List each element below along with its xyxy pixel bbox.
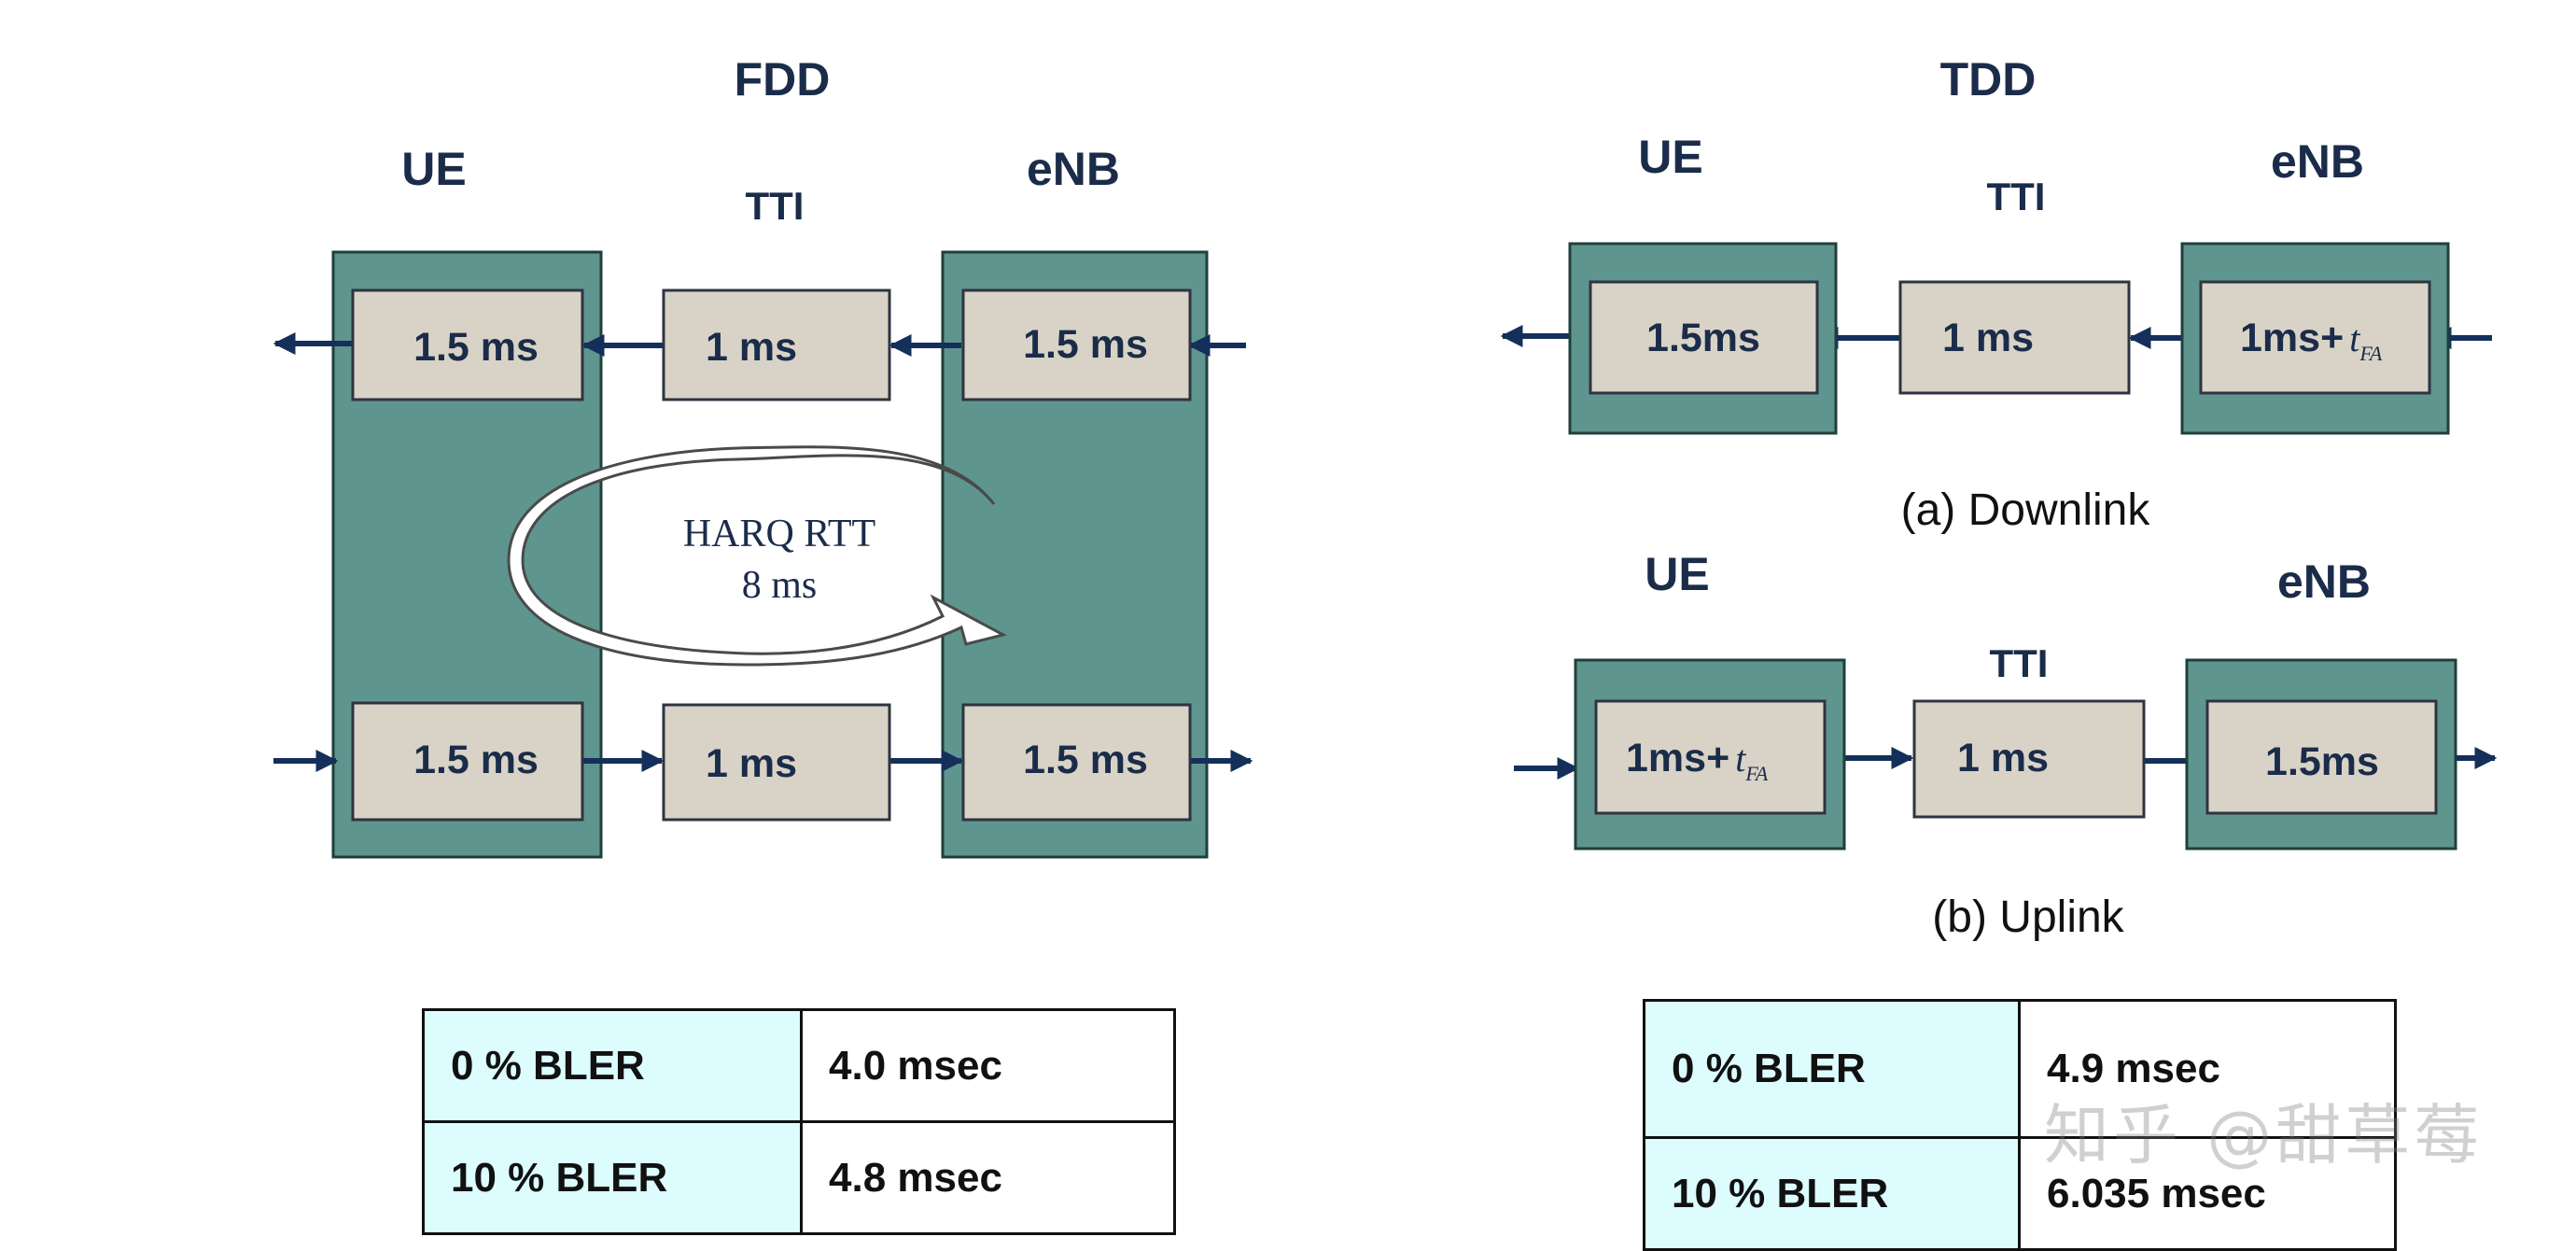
- tdd-dl-tti-value: 1 ms: [1942, 316, 2034, 360]
- tdd-ul-ue-label: UE: [1645, 548, 1709, 600]
- fdd-ue-label: UE: [401, 143, 466, 195]
- fdd-ul-tti-box: [662, 703, 891, 822]
- table-row: 10 % BLER 4.8 msec: [422, 1120, 1176, 1235]
- harq-loop-arrow: [507, 445, 1008, 667]
- tdd-bler-table: 0 % BLER 4.9 msec 10 % BLER 6.035 msec: [1643, 999, 2397, 1251]
- tdd-latency-1: 6.035 msec: [2018, 1136, 2397, 1251]
- tdd-bler-0: 0 % BLER: [1643, 999, 2021, 1139]
- fdd-dl-ue-value: 1.5 ms: [413, 325, 539, 370]
- fdd-ul-ue-value: 1.5 ms: [413, 738, 539, 782]
- tdd-ul-tti-box: [1912, 699, 2146, 819]
- fdd-title: FDD: [735, 53, 831, 105]
- table-row: 0 % BLER 4.0 msec: [422, 1008, 1176, 1123]
- tdd-ul-enb-box: [2205, 699, 2438, 815]
- fdd-latency-0: 4.0 msec: [800, 1008, 1176, 1123]
- fdd-latency-1: 4.8 msec: [800, 1120, 1176, 1235]
- fdd-ul-tti-value: 1 ms: [706, 741, 797, 786]
- tdd-dl-enb-value: 1ms+tFA: [2240, 316, 2383, 365]
- tdd-ul-ue-value: 1ms+tFA: [1626, 736, 1769, 785]
- fdd-dl-ue-box: [351, 288, 584, 401]
- tdd-dl-enb-label: eNB: [2271, 135, 2364, 188]
- fdd-enb-label: eNB: [1027, 143, 1120, 195]
- table-row: 10 % BLER 6.035 msec: [1643, 1136, 2397, 1251]
- fdd-dl-enb-box: [961, 288, 1192, 401]
- tdd-dl-tti-box: [1898, 280, 2131, 395]
- fdd-bler-table: 0 % BLER 4.0 msec 10 % BLER 4.8 msec: [422, 1008, 1176, 1235]
- fdd-bler-0: 0 % BLER: [422, 1008, 803, 1123]
- fdd-dl-tti-value: 1 ms: [706, 325, 797, 370]
- fdd-dl-tti-box: [662, 288, 891, 401]
- tdd-dl-ue-box: [1589, 280, 1819, 395]
- fdd-ul-enb-value: 1.5 ms: [1023, 738, 1148, 782]
- harq-rtt-value: 8 ms: [742, 564, 818, 607]
- tdd-latency-0: 4.9 msec: [2018, 999, 2397, 1139]
- tdd-title: TDD: [1940, 53, 2037, 105]
- tdd-dl-ue-value: 1.5ms: [1646, 316, 1760, 360]
- fdd-ul-enb-box: [961, 703, 1192, 822]
- tdd-ul-enb-label: eNB: [2277, 555, 2371, 608]
- tdd-dl-enb-box: [2199, 280, 2431, 395]
- tdd-ul-tti-label: TTI: [1990, 641, 2049, 685]
- tdd-ul-ue-var: t: [1735, 738, 1746, 780]
- fdd-ul-ue-box: [351, 701, 584, 822]
- tdd-ul-tti-value: 1 ms: [1957, 736, 2049, 780]
- fdd-bler-1: 10 % BLER: [422, 1120, 803, 1235]
- tdd-ul-caption: (b) Uplink: [1932, 893, 2124, 942]
- tdd-dl-enb-sub: FA: [2359, 342, 2383, 365]
- watermark: 知乎 @甜草莓: [2044, 1097, 2484, 1174]
- table-row: 0 % BLER 4.9 msec: [1643, 999, 2397, 1139]
- tdd-ul-ue-sub: FA: [1744, 762, 1769, 785]
- tdd-ul-ue-main: 1ms+: [1626, 736, 1729, 780]
- tdd-dl-caption: (a) Downlink: [1901, 485, 2151, 535]
- tdd-ul-ue-box: [1594, 699, 1827, 815]
- tdd-dl-ue-label: UE: [1638, 131, 1702, 183]
- tdd-bler-1: 10 % BLER: [1643, 1136, 2021, 1251]
- fdd-dl-enb-value: 1.5 ms: [1023, 322, 1148, 367]
- tdd-dl-enb-main: 1ms+: [2240, 316, 2344, 360]
- fdd-tti-label: TTI: [746, 184, 805, 228]
- harq-rtt-label: HARQ RTT: [683, 513, 875, 555]
- tdd-dl-tti-label: TTI: [1987, 175, 2046, 218]
- tdd-dl-enb-var: t: [2349, 317, 2360, 359]
- tdd-ul-enb-value: 1.5ms: [2265, 739, 2379, 784]
